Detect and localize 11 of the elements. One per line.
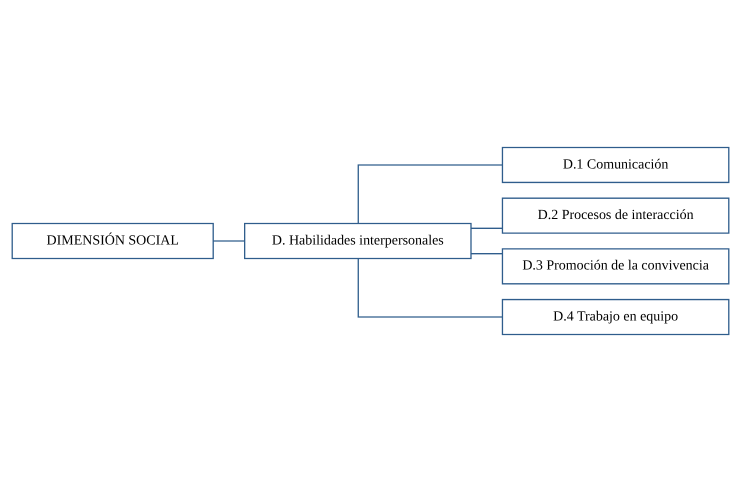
node-box: D.2 Procesos de interacción — [502, 198, 730, 234]
connector — [471, 228, 502, 229]
node-box: DIMENSIÓN SOCIAL — [12, 222, 214, 260]
connector — [213, 240, 244, 242]
node-box: D.3 Promoción de la convivencia — [502, 248, 730, 284]
node-box: D.4 Trabajo en equipo — [502, 298, 730, 336]
connector — [358, 164, 502, 224]
connector — [471, 253, 502, 254]
connector — [358, 258, 502, 318]
node-box: D.1 Comunicación — [502, 146, 730, 184]
node-box: D. Habilidades interpersonales — [244, 222, 472, 260]
